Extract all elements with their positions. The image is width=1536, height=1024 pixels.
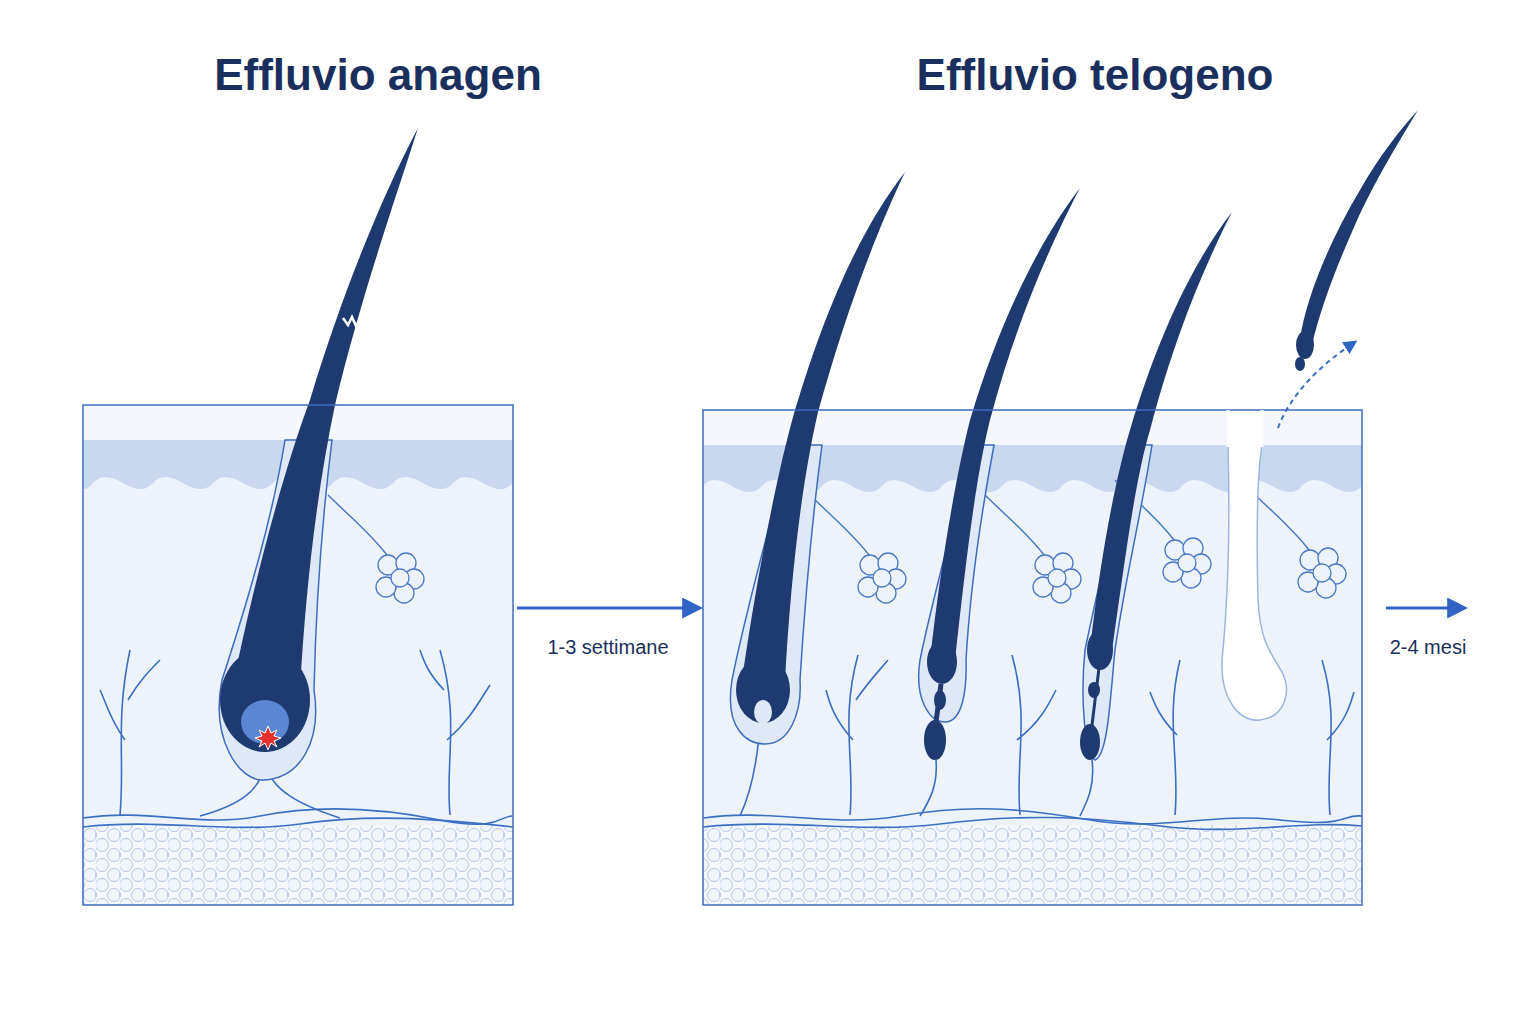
panel-heading: Effluvio telogeno: [917, 48, 1274, 102]
duration-label: 2-4 mesi: [1390, 634, 1467, 660]
time-arrow: [1386, 607, 1464, 610]
skin-section: [83, 128, 513, 905]
panel-heading: Effluvio anagen: [214, 48, 542, 102]
skin-section: [703, 110, 1418, 905]
panel-node: Effluvio anagen: [83, 40, 513, 905]
time-arrow: [517, 607, 699, 610]
duration-label: 1-3 settimane: [547, 634, 668, 660]
panel-node: Effluvio telogeno: [703, 40, 1362, 905]
